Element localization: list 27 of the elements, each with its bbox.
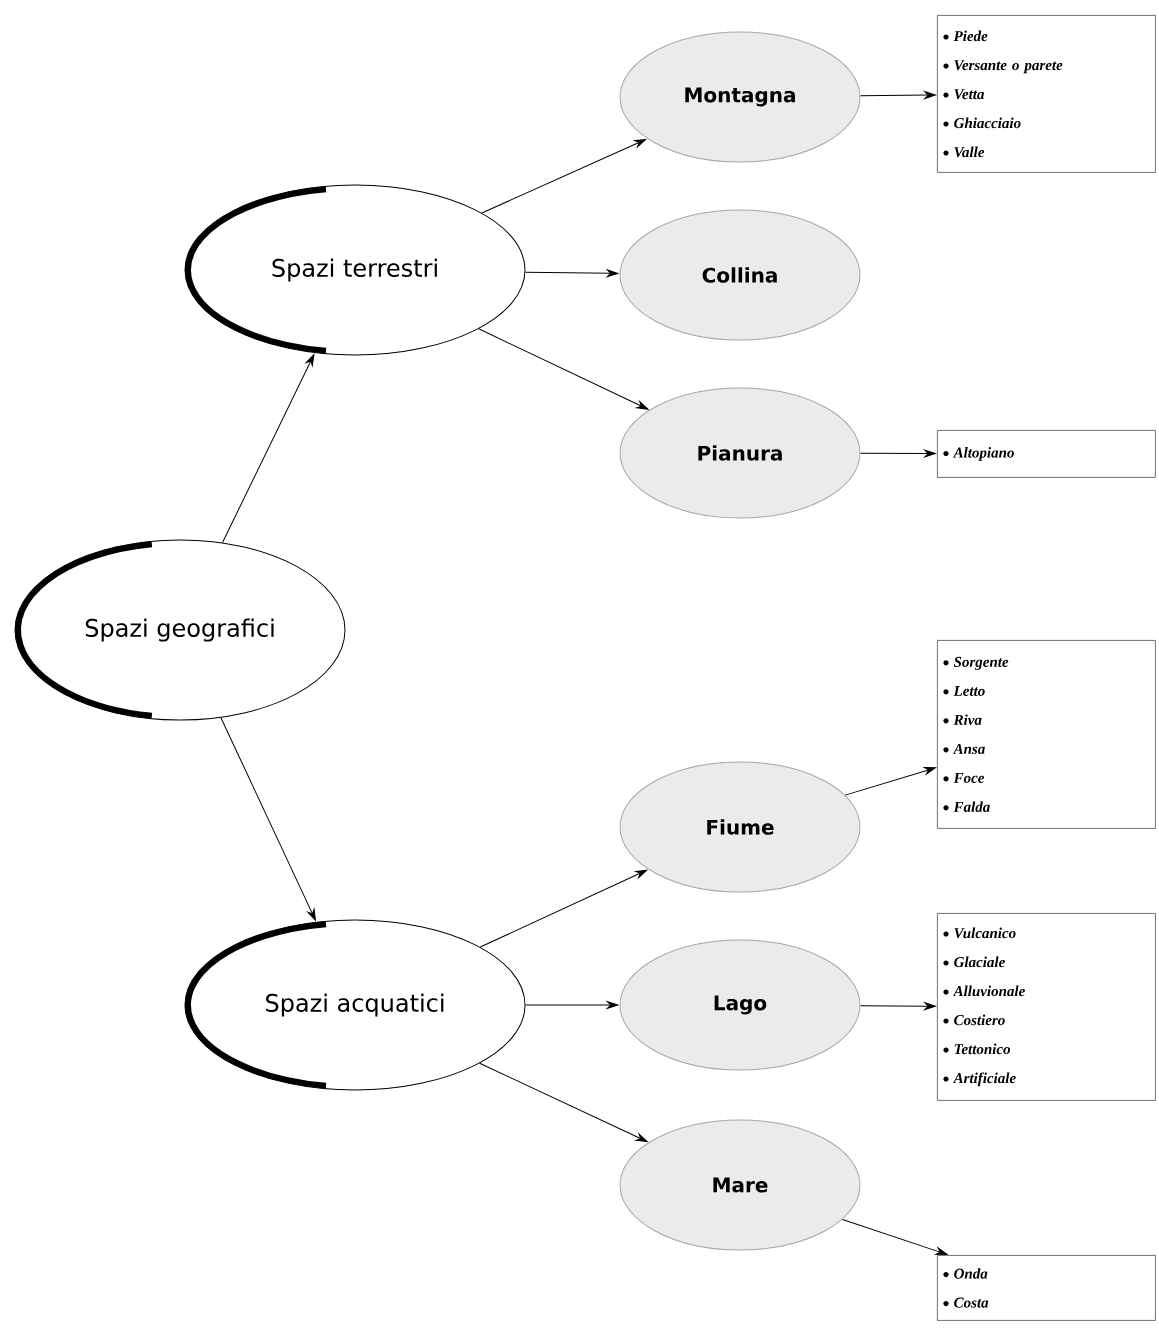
ellipse-node: Fiume [619,761,861,893]
ellipse-node: Lago [619,939,861,1071]
list-box: Onda Costa [937,1255,1156,1321]
arrow [481,138,647,214]
arrow [860,1002,936,1011]
ellipse-node: Montagna [619,31,861,163]
list-box: Sorgente Letto Riva Ansa Foce Falda [937,640,1156,829]
arrow [478,328,649,410]
ellipse-node: Spazi terrestri [184,184,526,356]
ellipse-node: Mare [619,1119,861,1251]
ellipse-node: Pianura [619,387,861,519]
ellipse-node: Collina [619,209,861,341]
list-box: Piede Versante o parete Vetta Ghiacciaio Valle [937,15,1156,173]
arrow [860,91,936,100]
ellipse-node: Spazi acquatici [184,919,526,1091]
list-box: Altopiano [937,430,1156,478]
arrow [844,767,936,796]
ellipse-node: Spazi geografici [14,539,346,721]
arrow [524,269,619,278]
arrow [479,1062,648,1143]
list-box: Vulcanico Glaciale Alluvionale Costiero Tettonico Artificiale [937,913,1156,1101]
arrow [525,1001,619,1009]
arrow [220,717,316,921]
arrow [479,869,648,948]
arrow [222,354,315,544]
arrow [860,449,936,458]
arrow [842,1218,948,1255]
